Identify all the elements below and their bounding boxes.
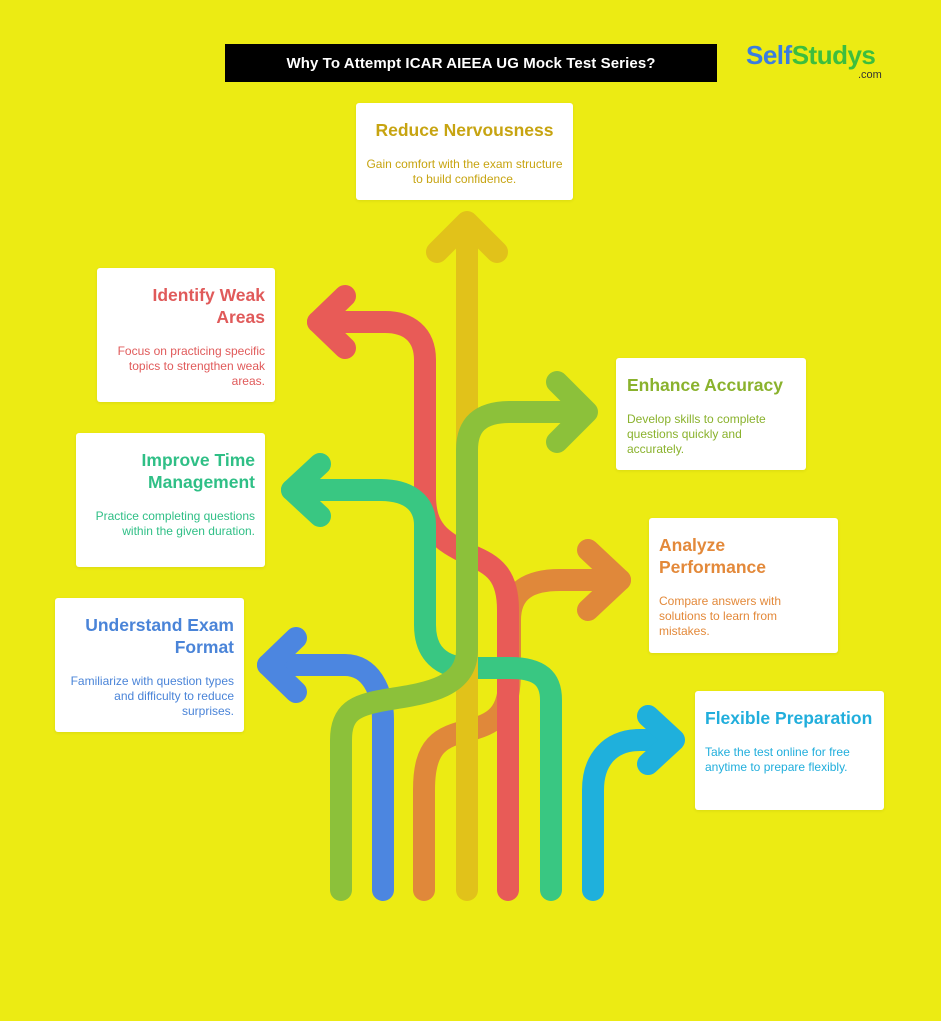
logo-part-self: Self bbox=[746, 40, 792, 70]
card-description: Practice completing questions within the… bbox=[95, 509, 255, 538]
logo-text: SelfStudys bbox=[746, 40, 876, 70]
card-analyze-performance: Analyze Performance Compare answers with… bbox=[649, 518, 838, 653]
card-title: Identify Weak Areas bbox=[152, 285, 266, 327]
card-reduce-nervousness: Reduce Nervousness Gain comfort with the… bbox=[356, 103, 573, 200]
card-description: Focus on practicing specific topics to s… bbox=[117, 344, 265, 388]
arrow-flexible-preparation-head bbox=[637, 705, 685, 775]
arrow-analyze-performance-head bbox=[577, 539, 631, 621]
arrow-improve-time-management-head bbox=[281, 453, 331, 527]
card-description: Familiarize with question types and diff… bbox=[70, 674, 234, 718]
card-flexible-preparation: Flexible Preparation Take the test onlin… bbox=[695, 691, 884, 810]
arrow-reduce-nervousness-head bbox=[426, 211, 508, 263]
card-understand-exam-format: Understand Exam Format Familiarize with … bbox=[55, 598, 244, 732]
card-description: Compare answers with solutions to learn … bbox=[659, 594, 782, 638]
card-improve-time-management: Improve Time Management Practice complet… bbox=[76, 433, 265, 567]
page-title: Why To Attempt ICAR AIEEA UG Mock Test S… bbox=[225, 44, 717, 82]
logo-part-studys: Studys bbox=[791, 40, 876, 70]
arrow-understand-exam-format-head bbox=[257, 627, 307, 703]
card-description: Develop skills to complete questions qui… bbox=[627, 412, 766, 456]
card-title: Reduce Nervousness bbox=[375, 120, 554, 140]
arrow-improve-time-management bbox=[281, 479, 562, 901]
card-title: Improve Time Management bbox=[141, 450, 255, 492]
card-title: Understand Exam Format bbox=[85, 615, 234, 657]
arrow-enhance-accuracy-head bbox=[546, 371, 598, 453]
logo-domain: .com bbox=[858, 69, 882, 81]
card-title: Flexible Preparation bbox=[705, 708, 873, 728]
arrow-enhance-accuracy bbox=[330, 401, 596, 901]
card-identify-weak-areas: Identify Weak Areas Focus on practicing … bbox=[97, 268, 275, 402]
card-title: Analyze Performance bbox=[659, 535, 766, 577]
arrow-identify-weak-areas-head bbox=[307, 285, 356, 359]
card-enhance-accuracy: Enhance Accuracy Develop skills to compl… bbox=[616, 358, 806, 470]
arrow-flexible-preparation bbox=[582, 729, 684, 901]
card-description: Gain comfort with the exam structure to … bbox=[366, 157, 563, 186]
arrow-understand-exam-format bbox=[257, 654, 394, 901]
card-title: Enhance Accuracy bbox=[627, 375, 783, 395]
card-description: Take the test online for free anytime to… bbox=[705, 745, 850, 774]
brand-logo[interactable]: SelfStudys .com bbox=[746, 40, 896, 84]
